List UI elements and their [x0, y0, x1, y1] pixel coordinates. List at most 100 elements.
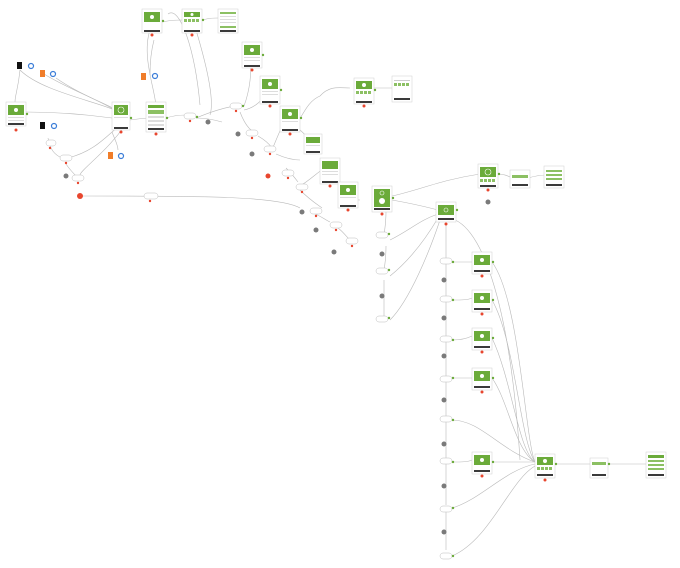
end-dot-icon [441, 353, 447, 359]
end-dot-icon [485, 199, 491, 205]
page-node[interactable] [509, 169, 531, 189]
exit-dot-icon [119, 130, 123, 134]
end-dot-icon [379, 293, 385, 299]
decision-pill-icon[interactable] [439, 552, 453, 560]
page-node[interactable] [241, 41, 263, 69]
exit-dot-icon [268, 104, 272, 108]
decision-pill-icon[interactable] [245, 129, 259, 137]
page-node[interactable] [217, 8, 239, 34]
exit-dot-icon [314, 214, 318, 218]
end-dot-icon [205, 119, 211, 125]
decision-pill-icon[interactable] [71, 174, 85, 182]
decision-pill-icon[interactable] [375, 231, 389, 239]
page-node[interactable] [337, 181, 359, 209]
page-node[interactable] [471, 251, 493, 275]
end-dot-icon [299, 209, 305, 215]
exit-dot-icon [188, 119, 192, 123]
end-dot-icon [441, 397, 447, 403]
page-node[interactable] [477, 163, 499, 189]
exit-dot-icon [154, 132, 158, 136]
exit-dot-icon [480, 274, 484, 278]
decision-pill-icon[interactable] [295, 183, 309, 191]
decision-pill-icon[interactable] [439, 335, 453, 343]
decision-pill-icon[interactable] [143, 192, 159, 200]
page-node[interactable] [259, 75, 281, 105]
decision-pill-icon[interactable] [309, 207, 323, 215]
exit-dot-icon [148, 199, 152, 203]
end-dot-icon [441, 529, 447, 535]
source-ring-icon [117, 152, 125, 160]
source-nodes [17, 62, 159, 160]
decision-pill-icon[interactable] [439, 295, 453, 303]
decision-pill-icon[interactable] [375, 267, 389, 275]
exit-dot-icon [265, 173, 271, 179]
page-node[interactable] [471, 367, 493, 391]
end-dot-icon [331, 249, 337, 255]
document-icon [141, 73, 146, 80]
page-node[interactable] [391, 75, 413, 103]
page-node[interactable] [543, 165, 565, 189]
exit-dot-icon [250, 68, 254, 72]
exit-dot-icon [64, 161, 68, 165]
page-node[interactable] [435, 201, 457, 223]
decision-pill-icon[interactable] [375, 315, 389, 323]
decision-pill-icon[interactable] [329, 221, 343, 229]
decision-pill-icon[interactable] [439, 457, 453, 465]
black-tile-icon [17, 62, 22, 69]
end-dot-icon [63, 173, 69, 179]
end-dot-icon [441, 277, 447, 283]
decision-pill-icon[interactable] [183, 112, 197, 120]
page-node[interactable] [471, 289, 493, 313]
page-node[interactable] [534, 453, 556, 479]
source-ring-icon [49, 70, 57, 78]
page-node[interactable] [181, 8, 203, 37]
decision-pill-icon[interactable] [229, 102, 243, 110]
page-node[interactable] [471, 451, 493, 475]
exit-dot-icon [346, 208, 350, 212]
page-node[interactable] [471, 327, 493, 351]
source-ring-icon [50, 122, 58, 130]
decision-pill-icon[interactable] [439, 257, 453, 265]
exit-nodes [14, 68, 547, 482]
connectors [25, 18, 611, 558]
decision-pill-icon[interactable] [439, 375, 453, 383]
decision-pill-icon[interactable] [281, 169, 295, 177]
decision-pill-icon[interactable] [439, 415, 453, 423]
exit-dot-icon [48, 146, 52, 150]
decision-pill-icon[interactable] [263, 145, 277, 153]
end-dot-icon [379, 251, 385, 257]
exit-dot-icon [480, 350, 484, 354]
page-nodes [5, 8, 667, 479]
document-icon [40, 70, 45, 77]
page-node[interactable] [645, 451, 667, 479]
decision-pill-icon[interactable] [345, 237, 359, 245]
exit-dot-icon [286, 176, 290, 180]
page-node[interactable] [353, 77, 375, 105]
exit-dot-icon [76, 181, 80, 185]
page-node[interactable] [141, 8, 163, 37]
exit-dot-icon [350, 244, 354, 248]
page-node[interactable] [303, 133, 323, 155]
page-node[interactable] [5, 101, 27, 127]
page-node[interactable] [371, 185, 393, 213]
end-dot-icon [313, 227, 319, 233]
decision-pill-icon[interactable] [45, 139, 57, 147]
exit-dot-icon [543, 478, 547, 482]
page-node[interactable] [319, 157, 341, 185]
exit-dot-icon [288, 132, 292, 136]
exit-dot-icon [444, 222, 448, 226]
exit-dot-icon [250, 136, 254, 140]
decision-nodes [45, 102, 453, 560]
exit-dot-icon [77, 193, 83, 199]
decision-pill-icon[interactable] [439, 505, 453, 513]
decision-pill-icon[interactable] [59, 154, 73, 162]
page-node[interactable] [589, 457, 609, 479]
page-node[interactable] [145, 101, 167, 133]
page-node[interactable] [111, 101, 131, 131]
end-dot-icon [441, 441, 447, 447]
end-dot-icon [441, 315, 447, 321]
document-icon [108, 152, 113, 159]
exit-dot-icon [486, 188, 490, 192]
page-node[interactable] [279, 105, 301, 133]
